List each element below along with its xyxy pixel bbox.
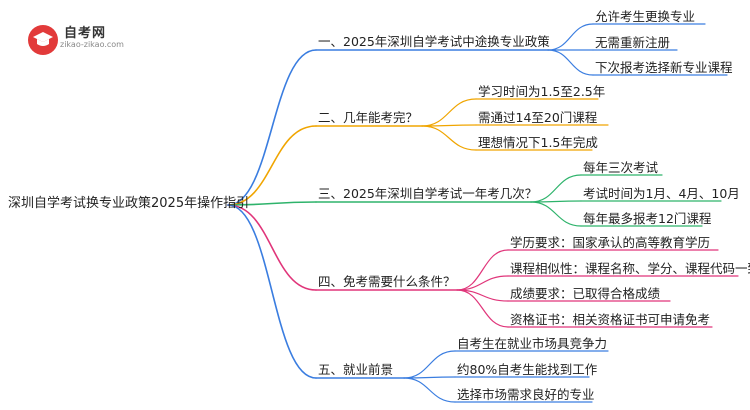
branch-2-item-1: 学习时间为1.5至2.5年 (478, 84, 606, 99)
branch-1-item-2: 无需重新注册 (595, 35, 671, 50)
branch-1-item-3: 下次报考选择新专业课程 (595, 60, 733, 75)
branch-3-item-2: 考试时间为1月、4月、10月 (583, 186, 740, 201)
branch-4-item-3: 成绩要求：已取得合格成绩 (510, 286, 661, 301)
branch-2-item-2: 需通过14至20门课程 (478, 110, 598, 125)
branch-2-child-3-curve (421, 125, 477, 151)
branch-5-item-2: 约80%自考生能找到工作 (457, 362, 598, 377)
logo-url: zikao-zikao.com (60, 40, 124, 49)
branch-2-curve (227, 125, 317, 206)
branch-2-label: 二、几年能考完？ (318, 110, 419, 125)
branch-2-child-1-curve (421, 98, 477, 127)
branch-1-label: 一、2025年深圳自学考试中途换专业政策 (318, 34, 550, 49)
branch-3-item-3: 每年最多报考12门课程 (583, 211, 712, 226)
branch-1-child-3-curve (547, 49, 594, 76)
logo-name: 自考网 (64, 26, 107, 41)
branch-5-label: 五、就业前景 (318, 362, 394, 377)
branch-4-item-1: 学历要求：国家承认的高等教育学历 (510, 235, 711, 250)
branch-4-label: 四、免考需要什么条件？ (318, 274, 456, 289)
branch-4-item-2: 课程相似性：课程名称、学分、课程代码一致 (510, 261, 750, 276)
branch-3-child-3-curve (530, 201, 582, 227)
branch-5-child-1-curve (403, 350, 456, 379)
branch-5-item-1: 自考生在就业市场具竞争力 (457, 336, 608, 351)
branch-3-label: 三、2025年深圳自学考试一年考几次？ (318, 186, 538, 201)
branch-1-child-1-curve (547, 23, 594, 51)
branch-1-curve (227, 49, 317, 206)
graduation-cap-icon (28, 25, 58, 55)
branch-4-child-4-curve (456, 289, 509, 328)
branch-3-child-1-curve (530, 174, 582, 203)
branch-4-item-4: 资格证书：相关资格证书可申请免考 (510, 312, 711, 327)
branch-3-curve (227, 201, 317, 206)
branch-4-child-1-curve (456, 249, 509, 291)
branch-5-child-3-curve (403, 377, 456, 403)
branch-5-curve (227, 204, 317, 379)
root-topic: 深圳自学考试换专业政策2025年操作指引 (8, 196, 250, 211)
branch-4-child-2-curve (456, 275, 509, 291)
branch-1-item-1: 允许考生更换专业 (595, 9, 696, 24)
branch-5-item-3: 选择市场需求良好的专业 (457, 387, 595, 402)
branch-2-item-3: 理想情况下1.5年完成 (478, 135, 598, 150)
branch-3-item-1: 每年三次考试 (583, 160, 659, 175)
branch-4-curve (227, 204, 317, 291)
